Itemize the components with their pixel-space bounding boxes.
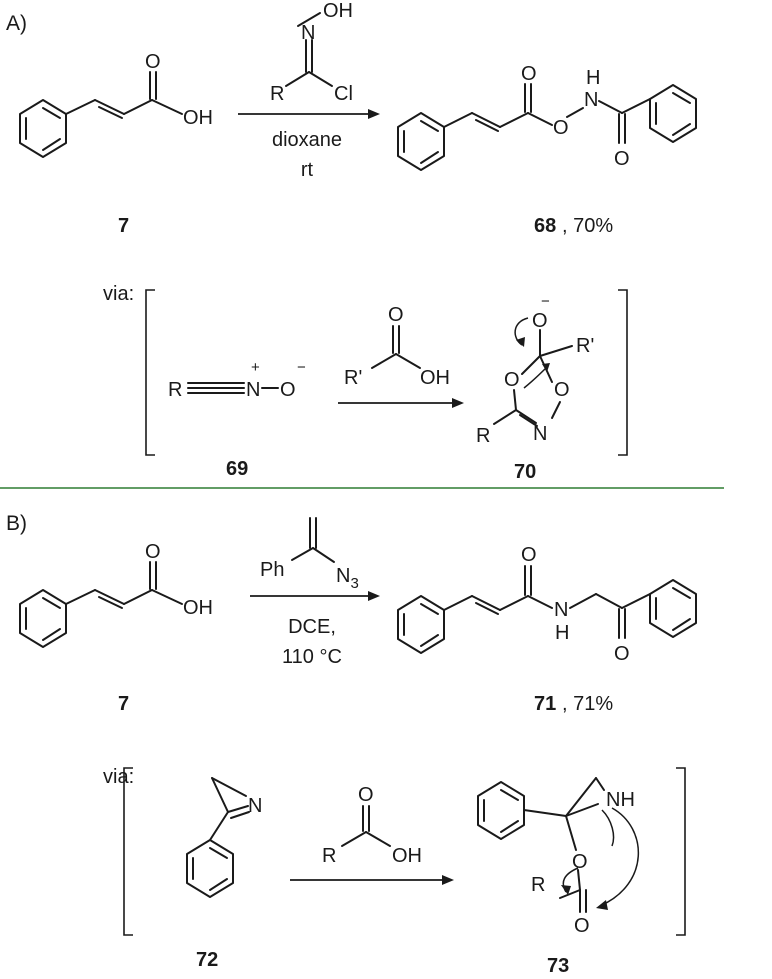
acid-b-r: R <box>322 845 336 867</box>
reaction-arrow-b-via <box>290 875 454 885</box>
electron-arrowhead-70b <box>542 363 550 372</box>
reagent-b-n: N <box>336 565 350 587</box>
hydroximoyl-chloride-reagent <box>285 12 333 87</box>
sm7b-o-atom: O <box>145 541 161 563</box>
acid-b-oh: OH <box>392 845 422 867</box>
cinnamic-acid-7-b <box>19 561 183 648</box>
reagent-a-cl: Cl <box>334 83 353 105</box>
int70-n: N <box>533 423 547 445</box>
reagent-a-n: N <box>301 22 315 44</box>
sm7a-o-atom: O <box>145 51 161 73</box>
product68-carbonyl-o: O <box>521 63 537 85</box>
bracket-b-right <box>676 767 686 936</box>
int73-ring-o: O <box>572 851 588 873</box>
compound-label-72: 72 <box>196 949 218 971</box>
reagent-a-oh: OH <box>323 0 353 22</box>
intermediate-73-structure <box>477 777 605 913</box>
product71-ketone-o: O <box>614 643 630 665</box>
product68-yield: , 70% <box>562 215 613 237</box>
acid-b-o: O <box>358 784 374 806</box>
nitrile-oxide-n: N <box>246 379 260 401</box>
reaction-arrow-a <box>238 109 380 119</box>
section-a-label: A) <box>6 12 27 35</box>
condition-b-temp: 110 °C <box>282 646 342 668</box>
product68-ester-o: O <box>553 117 569 139</box>
nitrile-oxide-69 <box>187 382 279 394</box>
int70-ring-o1: O <box>504 369 520 391</box>
via-a-label: via: <box>103 283 134 305</box>
bracket-a-right <box>618 289 628 456</box>
compound-label-68: 68 <box>534 215 556 237</box>
int73-r: R <box>531 874 545 896</box>
reagent-a-r: R <box>270 83 284 105</box>
condition-a-temp: rt <box>301 159 314 181</box>
nitrile-oxide-r: R <box>168 379 182 401</box>
product68-amide-o: O <box>614 148 630 170</box>
reaction-arrow-b <box>250 591 380 601</box>
acid-a-o: O <box>388 304 404 326</box>
product71-yield: , 71% <box>562 693 613 715</box>
reagent-b-ph: Ph <box>260 559 284 581</box>
compound-label-7b: 7 <box>118 693 129 715</box>
product68-n: N <box>584 89 598 111</box>
product71-h: H <box>555 622 569 644</box>
int73-carbonyl-o: O <box>574 915 590 937</box>
int70-rprime: R' <box>576 335 594 357</box>
carboxylic-acid-a <box>371 325 421 369</box>
azirine-n: N <box>248 795 262 817</box>
reagent-b-n3: N3 <box>336 565 359 592</box>
product-68-structure <box>397 83 697 171</box>
int73-nh: NH <box>606 789 635 811</box>
int70-ring-o2: O <box>554 379 570 401</box>
compound-label-71: 71 <box>534 693 556 715</box>
cinnamic-acid-7-a <box>19 71 183 158</box>
acid-a-oh: OH <box>420 367 450 389</box>
product-71-structure <box>397 565 697 654</box>
product71-n: N <box>554 599 568 621</box>
section-b-label: B) <box>6 512 27 535</box>
product71-amide-o: O <box>521 544 537 566</box>
electron-arrow-73a <box>601 809 615 847</box>
carboxylic-acid-b <box>341 805 391 847</box>
electron-arrowhead-73c <box>561 885 571 895</box>
reagent-b-subscript: 3 <box>350 575 358 592</box>
condition-b-solvent: DCE, <box>288 616 336 638</box>
reaction-arrow-a-via <box>338 398 464 408</box>
bracket-a-left <box>145 289 155 456</box>
azirine-72-structure <box>186 777 250 898</box>
nitrile-oxide-plus: + <box>251 359 260 376</box>
int70-minus-charge: − <box>541 293 550 310</box>
electron-arrowhead-73b <box>596 900 608 910</box>
int70-o-minus: O <box>532 310 548 332</box>
nitrile-oxide-o: O <box>280 379 296 401</box>
compound-label-70: 70 <box>514 461 536 483</box>
product68-h: H <box>586 67 600 89</box>
via-b-label: via: <box>103 766 134 788</box>
compound-label-7a: 7 <box>118 215 129 237</box>
compound-label-69: 69 <box>226 458 248 480</box>
acid-a-rprime: R' <box>344 367 362 389</box>
sm7b-oh-group: OH <box>183 597 213 619</box>
nitrile-oxide-minus: − <box>297 359 306 376</box>
sm7a-oh-group: OH <box>183 107 213 129</box>
vinyl-azide-reagent <box>291 517 335 563</box>
electron-arrowhead-70a <box>516 337 525 347</box>
condition-a-solvent: dioxane <box>272 129 342 151</box>
compound-label-73: 73 <box>547 955 569 977</box>
bracket-b-left <box>123 767 133 936</box>
int70-r: R <box>476 425 490 447</box>
electron-arrow-73b <box>599 807 640 907</box>
